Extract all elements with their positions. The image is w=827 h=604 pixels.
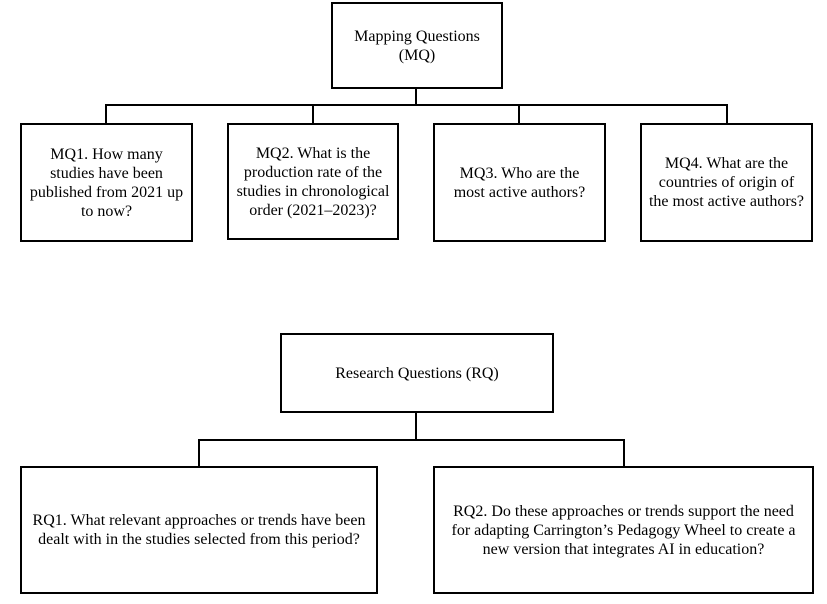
rq2-connector — [623, 439, 625, 467]
mq2-label: MQ2. What is the production rate of the … — [236, 144, 390, 219]
rq2-box: RQ2. Do these approaches or trends suppo… — [433, 466, 814, 594]
mq3-box: MQ3. Who are the most active authors? — [433, 123, 606, 242]
rq-trunk-connector — [415, 413, 417, 440]
mq3-label: MQ3. Who are the most active authors? — [453, 164, 586, 201]
mq1-connector — [105, 104, 107, 124]
mq4-box: MQ4. What are the countries of origin of… — [640, 123, 813, 242]
mq3-connector — [518, 104, 520, 124]
mq4-connector — [726, 104, 728, 124]
mq1-label: MQ1. How many studies have been publishe… — [29, 145, 184, 220]
mq-horizontal-connector — [105, 104, 728, 106]
mq2-connector — [312, 104, 314, 124]
mq-root-label: Mapping Questions (MQ) — [354, 27, 480, 64]
rq-horizontal-connector — [198, 439, 625, 441]
rq-root-box: Research Questions (RQ) — [280, 333, 554, 413]
rq1-connector — [198, 439, 200, 467]
rq2-label: RQ2. Do these approaches or trends suppo… — [451, 502, 796, 558]
mq4-label: MQ4. What are the countries of origin of… — [648, 155, 805, 210]
mq-trunk-connector — [415, 89, 417, 105]
rq-root-label: Research Questions (RQ) — [335, 364, 499, 382]
mq2-box: MQ2. What is the production rate of the … — [227, 123, 399, 240]
rq1-label: RQ1. What relevant approaches or trends … — [32, 512, 366, 548]
mq-root-box: Mapping Questions (MQ) — [331, 2, 503, 89]
mq1-box: MQ1. How many studies have been publishe… — [20, 123, 193, 242]
rq1-box: RQ1. What relevant approaches or trends … — [20, 466, 378, 594]
